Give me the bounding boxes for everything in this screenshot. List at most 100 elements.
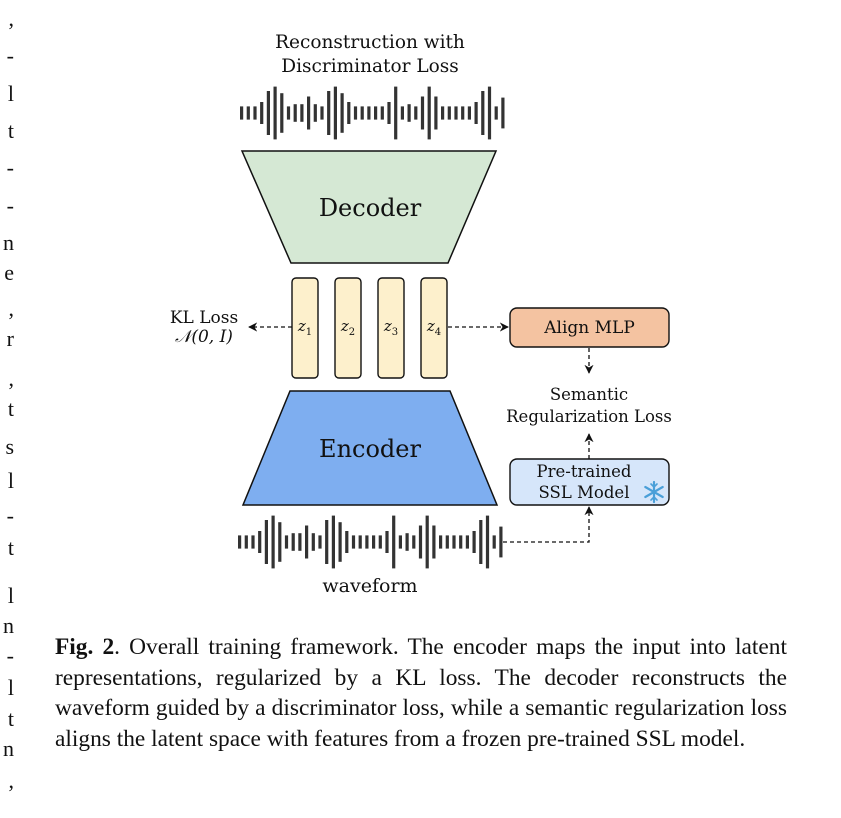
encoder-block <box>241 390 499 506</box>
waveform-bar <box>474 102 478 124</box>
waveform-bar <box>434 96 438 130</box>
align-mlp-block <box>509 307 670 348</box>
margin-text-fragment: - <box>6 503 14 528</box>
waveform-bar <box>465 535 469 549</box>
waveform-bar <box>273 86 277 140</box>
align-mlp-label: Align MLP <box>544 318 635 338</box>
waveform-bar <box>266 91 270 135</box>
waveform-bar <box>264 520 268 564</box>
waveform-bar <box>454 106 458 120</box>
margin-text-fragment: - <box>6 155 14 180</box>
margin-text-fragment: l <box>7 675 14 700</box>
waveform-bar <box>271 515 275 569</box>
latent-label-z2: z2 <box>340 317 356 338</box>
waveform-bar <box>414 106 418 120</box>
decoder-label: Decoder <box>318 194 422 222</box>
encoder-label: Encoder <box>319 435 421 463</box>
waveform-label: waveform <box>322 575 418 597</box>
waveform-bar <box>439 535 443 549</box>
waveform-bar <box>284 535 289 549</box>
caption-label: Fig. 2 <box>55 634 115 660</box>
waveform-bar <box>452 535 456 549</box>
waveform-bar <box>494 106 498 120</box>
waveform-bar <box>445 535 449 549</box>
waveform-bar <box>311 533 315 551</box>
waveform-bar <box>360 106 364 120</box>
input-waveform-icon <box>238 515 503 569</box>
waveform-bar <box>298 533 302 551</box>
waveform-bar <box>293 104 297 122</box>
latent-block-z4 <box>420 277 448 379</box>
margin-text-fragment: l <box>7 583 14 608</box>
latent-block-z2 <box>334 277 362 379</box>
margin-text-fragment: t <box>7 535 14 560</box>
margin-text-fragment: l <box>7 81 14 106</box>
waveform-bar <box>307 96 311 130</box>
margin-text-fragment: , <box>8 296 15 321</box>
waveform-bar <box>318 535 322 549</box>
waveform-bar <box>487 86 492 140</box>
waveform-bar <box>394 86 398 140</box>
latent-label-z1: z1 <box>297 317 313 338</box>
waveform-bar <box>313 104 317 122</box>
waveform-bar <box>251 535 255 549</box>
waveform-bar <box>374 106 378 120</box>
margin-text-fragment: e <box>4 260 14 285</box>
waveform-bar <box>472 531 476 553</box>
margin-text-fragment: - <box>6 193 14 218</box>
waveform-bar <box>240 106 244 120</box>
margin-text-fragment: - <box>6 643 14 668</box>
waveform-bar <box>345 531 349 553</box>
decoder-block <box>240 150 498 264</box>
waveform-bar <box>412 535 416 549</box>
waveform-bar <box>331 515 335 569</box>
waveform-bar <box>365 535 369 549</box>
margin-text-fragment: n <box>3 230 14 255</box>
waveform-bar <box>459 535 463 549</box>
latent-label-z3: z3 <box>383 317 399 338</box>
reconstruction-loss-label: Reconstruction with Discriminator Loss <box>275 32 465 77</box>
waveform-bar <box>358 535 362 549</box>
waveform-bar <box>280 93 284 133</box>
figure-caption: Fig. 2. Overall training framework. The … <box>55 632 787 754</box>
waveform-bar <box>367 106 371 120</box>
waveform-bar <box>398 535 402 549</box>
waveform-bar <box>333 86 337 140</box>
semantic-loss-label: Semantic Regularization Loss <box>506 385 672 426</box>
waveform-bar <box>244 535 248 549</box>
waveform-bar <box>246 106 250 120</box>
waveform-bar <box>300 104 304 122</box>
margin-text-fragment: , <box>8 768 15 793</box>
waveform-bar <box>461 106 465 120</box>
waveform-bar <box>425 515 429 569</box>
margin-text-fragment: , <box>8 6 15 31</box>
waveform-bar <box>286 106 291 120</box>
waveform-bar <box>385 531 389 553</box>
margin-text-fragment: r <box>6 326 14 351</box>
ssl-model-label: Pre-trained SSL Model <box>536 462 632 502</box>
kl-loss-label: KL Loss 𝒩(0, I) <box>169 308 239 347</box>
waveform-bar <box>479 520 483 564</box>
waveform-bar <box>380 106 384 120</box>
waveform-bar <box>378 535 382 549</box>
waveform-to-ssl-arrow <box>503 506 594 543</box>
margin-text-fragment: - <box>6 43 14 68</box>
reconstructed-waveform-icon <box>240 86 505 140</box>
waveform-bar <box>447 106 451 120</box>
caption-text: . Overall training framework. The encode… <box>55 634 787 752</box>
ssl-model-block <box>509 458 670 506</box>
waveform-bar <box>501 97 505 129</box>
waveform-bar <box>353 106 358 120</box>
waveform-bar <box>481 91 485 135</box>
waveform-bar <box>351 535 356 549</box>
latent-label-z4: z4 <box>426 317 442 338</box>
waveform-bar <box>405 533 409 551</box>
waveform-bar <box>258 531 262 553</box>
margin-text-fragment: n <box>3 613 14 638</box>
waveform-bar <box>325 520 329 564</box>
waveform-bar <box>372 535 376 549</box>
waveform-bar <box>499 526 503 558</box>
latent-block-z1 <box>291 277 319 379</box>
waveform-bar <box>305 525 309 559</box>
